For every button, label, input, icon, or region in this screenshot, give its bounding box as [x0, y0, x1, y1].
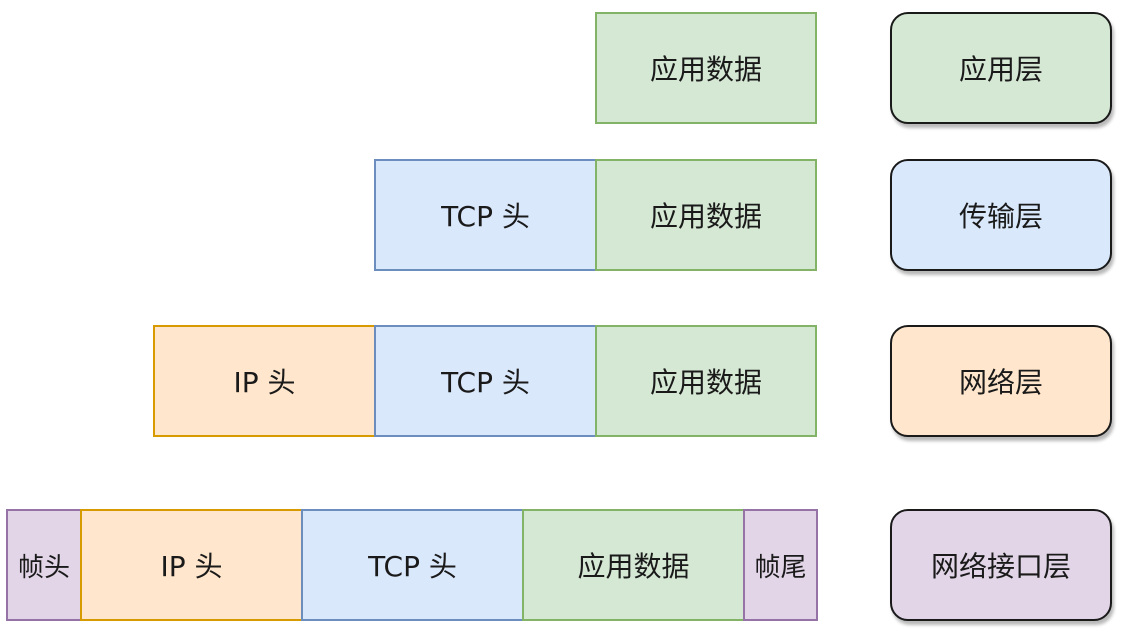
layer-label-transport: 传输层: [890, 159, 1112, 271]
app-row-data-block: 应用数据: [595, 12, 817, 124]
link-row-ip-header: IP 头: [80, 509, 303, 621]
transport-row-data-block: 应用数据: [595, 159, 817, 271]
network-row-tcp-header: TCP 头: [374, 325, 597, 437]
transport-row-tcp-header: TCP 头: [374, 159, 597, 271]
link-row-frame-header: 帧头: [6, 509, 82, 621]
link-row-frame-trailer: 帧尾: [743, 509, 818, 621]
link-row-tcp-header: TCP 头: [301, 509, 524, 621]
link-row-data-block: 应用数据: [522, 509, 745, 621]
network-row-data-block: 应用数据: [595, 325, 817, 437]
network-row-ip-header: IP 头: [153, 325, 376, 437]
layer-label-network: 网络层: [890, 325, 1112, 437]
layer-label-link: 网络接口层: [890, 509, 1112, 621]
layer-label-application: 应用层: [890, 12, 1112, 124]
